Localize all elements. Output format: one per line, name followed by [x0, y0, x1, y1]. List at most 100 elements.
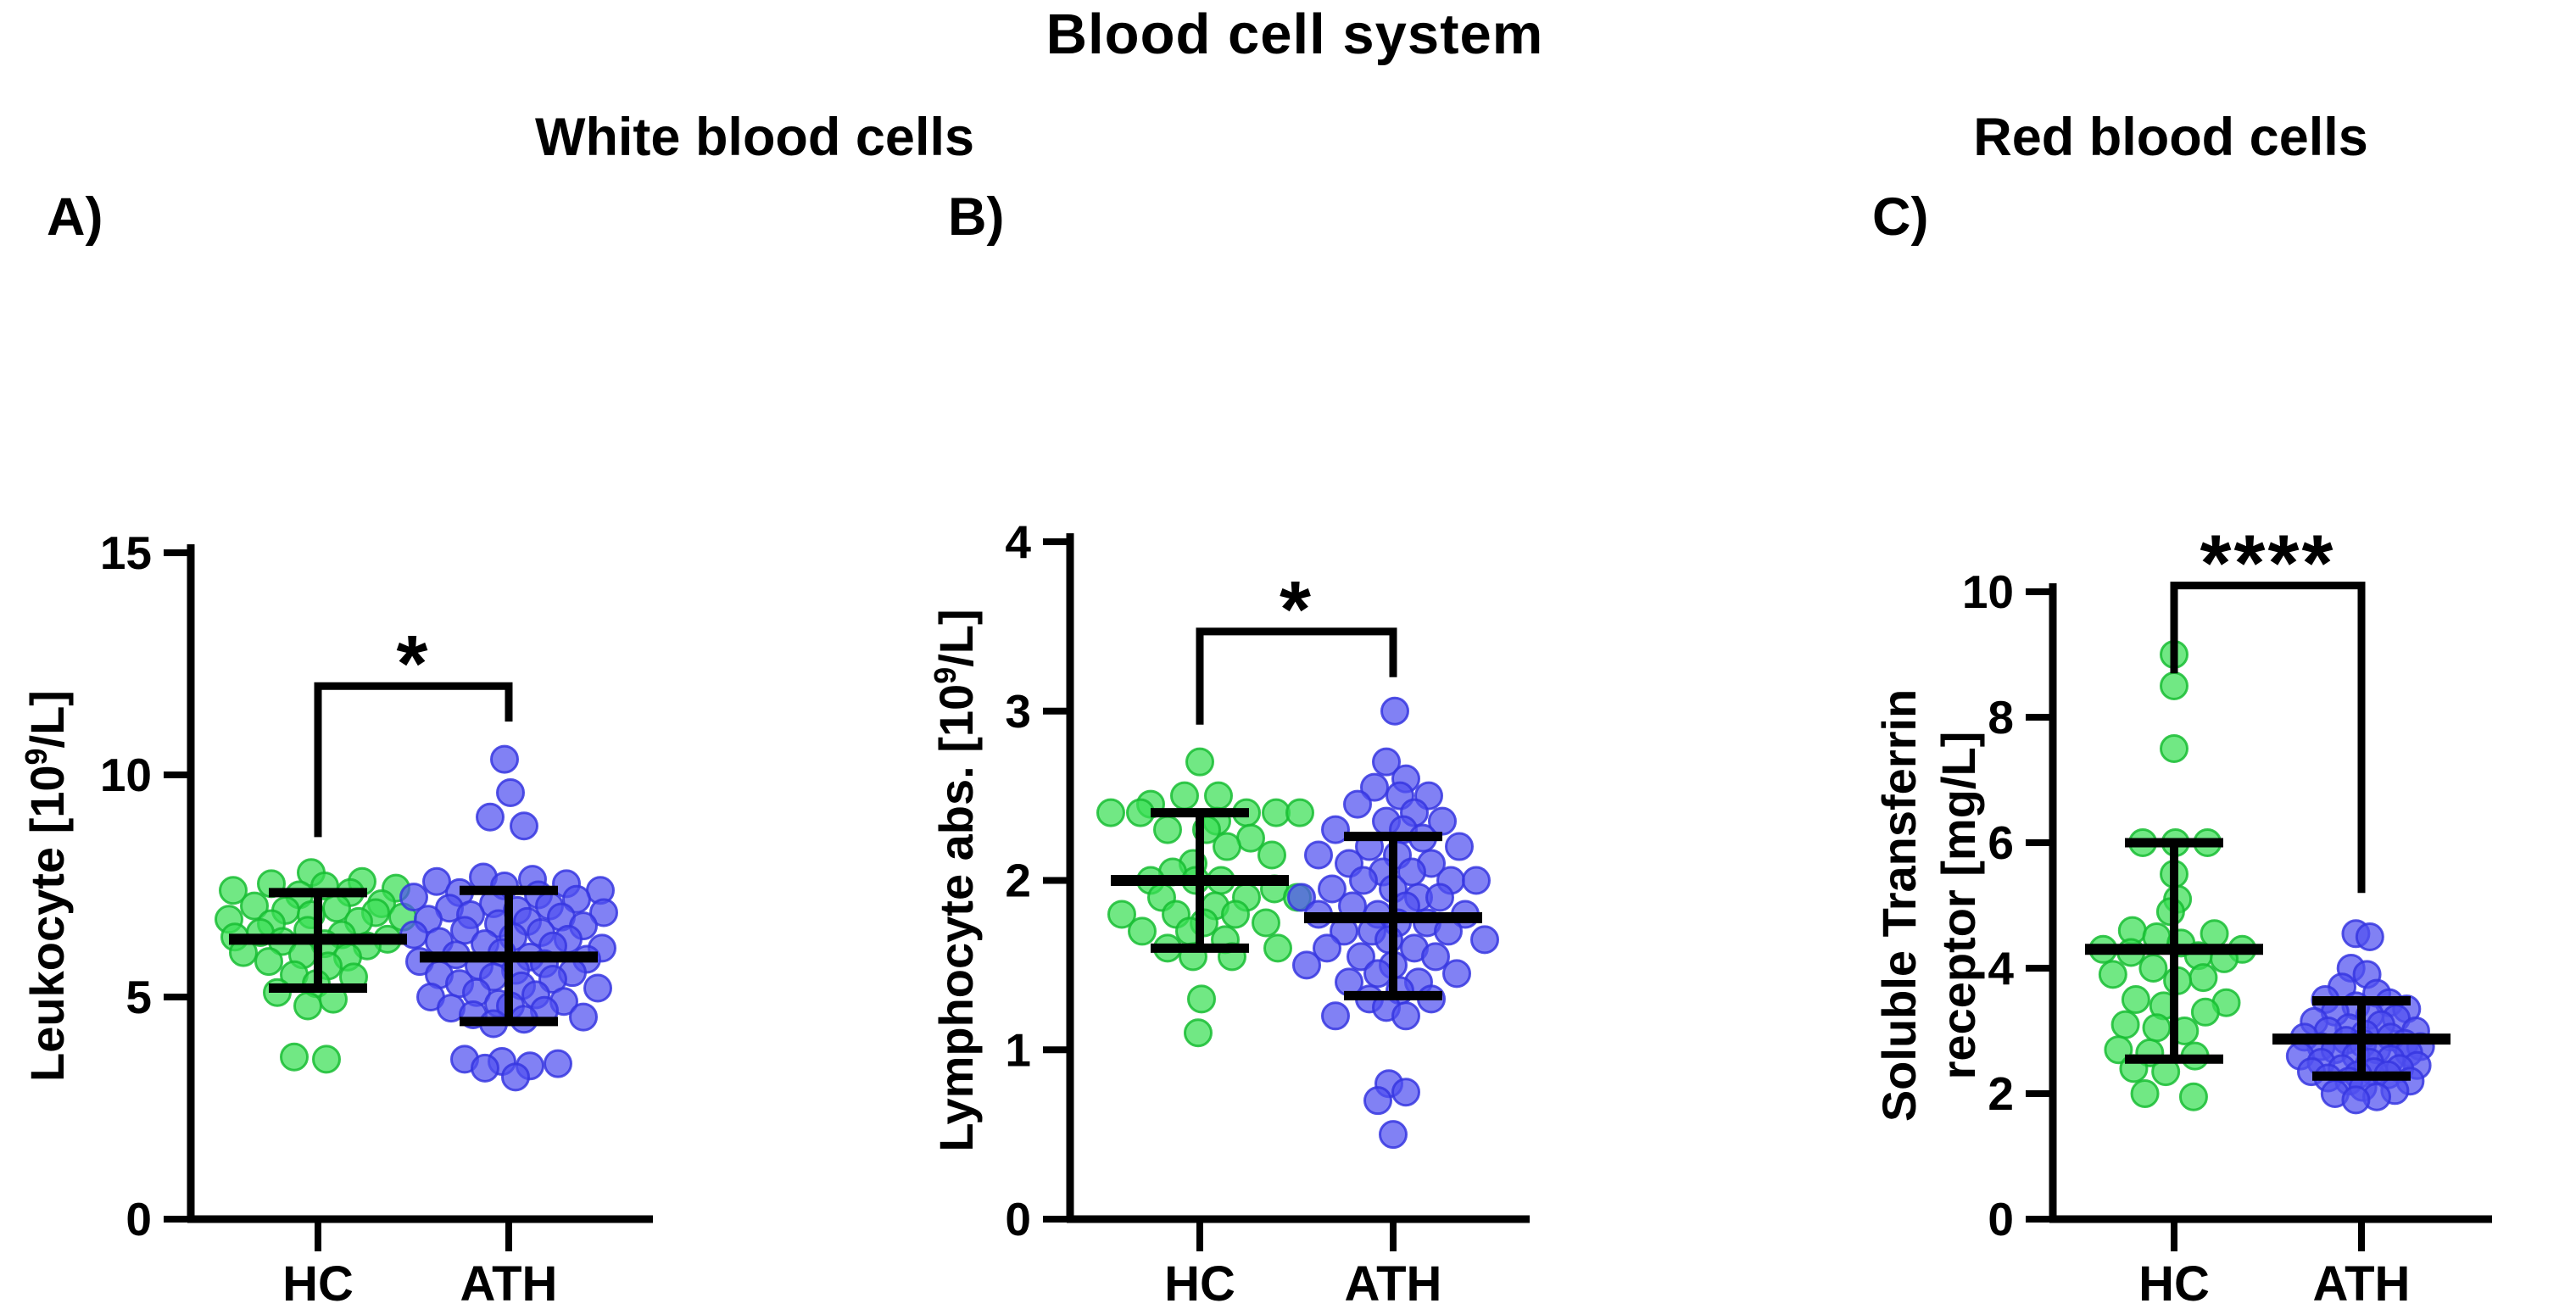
data-point-ath	[589, 898, 618, 927]
y-tick-label: 3	[1005, 685, 1031, 738]
data-point-ath	[1391, 1078, 1420, 1107]
data-point-ath	[1379, 1120, 1408, 1150]
x-category-label: ATH	[2313, 1256, 2411, 1309]
y-tick-label: 1	[1005, 1023, 1031, 1076]
data-point-hc	[2188, 963, 2218, 993]
significance-label: *	[397, 619, 431, 709]
data-point-ath	[1380, 696, 1409, 726]
y-tick-label: 5	[125, 971, 152, 1023]
y-tick-label: 4	[1005, 515, 1031, 568]
data-point-ath	[544, 1049, 572, 1078]
data-point-ath	[1363, 959, 1392, 989]
data-point-hc	[2121, 985, 2150, 1014]
x-category-label: ATH	[1345, 1256, 1442, 1309]
data-point-ath	[1343, 789, 1372, 819]
y-tick-label: 0	[125, 1193, 152, 1245]
data-point-hc	[1107, 900, 1136, 929]
panel-letter-a: A)	[47, 187, 103, 247]
data-point-hc	[1170, 781, 1199, 810]
y-tick-label: 0	[1005, 1193, 1031, 1245]
panel-letter-b: B)	[948, 187, 1005, 247]
data-point-hc	[2160, 671, 2188, 700]
data-point-hc	[2160, 734, 2188, 763]
y-tick-label: 0	[1988, 1193, 2014, 1245]
data-point-hc	[1262, 798, 1291, 827]
data-point-hc	[2098, 960, 2127, 989]
x-category-label: HC	[282, 1256, 354, 1309]
data-point-hc	[254, 947, 283, 977]
data-point-hc	[240, 891, 269, 921]
x-category-label: HC	[2138, 1256, 2210, 1309]
data-point-hc	[2130, 1079, 2160, 1108]
data-point-ath	[501, 1062, 530, 1092]
data-point-hc	[280, 1042, 309, 1072]
data-point-ath	[1304, 840, 1333, 870]
data-point-ath	[1313, 933, 1341, 963]
x-category-label: ATH	[460, 1256, 558, 1309]
data-point-ath	[1287, 883, 1316, 912]
data-point-ath	[1462, 866, 1491, 895]
y-axis-label: Leukocyte [109/L]	[19, 690, 74, 1082]
data-point-hc	[1263, 933, 1292, 963]
data-point-hc	[1126, 798, 1155, 827]
data-point-hc	[2190, 997, 2220, 1027]
data-point-ath	[583, 973, 612, 1003]
data-point-hc	[2200, 919, 2229, 949]
data-point-ath	[1321, 1001, 1350, 1031]
significance-bracket	[314, 682, 513, 838]
data-point-ath	[476, 802, 505, 832]
data-point-hc	[1213, 832, 1241, 861]
data-point-ath	[1425, 883, 1454, 912]
data-point-hc	[2138, 954, 2168, 983]
y-tick-label: 2	[1005, 855, 1031, 907]
data-point-ath	[1421, 942, 1450, 972]
data-point-hc	[1252, 908, 1280, 938]
section-title-white-blood-cells: White blood cells	[534, 108, 975, 167]
significance-bracket	[1196, 627, 1397, 725]
y-axis-label: Soluble Transferrin	[1872, 689, 1926, 1122]
data-point-hc	[1185, 747, 1214, 777]
data-point-ath	[422, 866, 451, 896]
data-point-ath	[569, 1002, 598, 1032]
data-point-ath	[1347, 942, 1375, 972]
data-point-ath	[490, 744, 519, 774]
data-point-hc	[293, 991, 322, 1021]
data-point-hc	[1204, 781, 1233, 810]
data-point-ath	[1292, 950, 1321, 980]
section-title-red-blood-cells: Red blood cells	[1973, 108, 2368, 167]
data-point-ath	[1442, 959, 1471, 989]
data-point-hc	[312, 1044, 341, 1074]
data-point-ath	[1318, 874, 1347, 904]
data-point-ath	[510, 811, 538, 841]
data-point-ath	[1321, 815, 1350, 844]
significance-label: ****	[2200, 519, 2336, 609]
data-point-hc	[1221, 900, 1250, 929]
data-point-hc	[1257, 840, 1286, 870]
significance-bracket	[2170, 582, 2366, 894]
y-tick-label: 15	[100, 526, 152, 579]
y-tick-label: 6	[1988, 816, 2014, 869]
y-tick-label: 10	[100, 749, 152, 801]
y-tick-label: 10	[1962, 565, 2014, 618]
y-tick-label: 2	[1988, 1067, 2014, 1120]
y-axis-label: receptor [mg/L]	[1932, 732, 1985, 1080]
data-point-hc	[2142, 1013, 2172, 1043]
data-point-hc	[1187, 984, 1216, 1014]
data-point-ath	[1349, 866, 1378, 895]
data-point-ath	[399, 883, 428, 912]
data-point-hc	[219, 876, 248, 905]
data-point-hc	[1184, 1018, 1213, 1048]
y-axis-label: Lymphocyte abs. [109/L]	[928, 609, 983, 1151]
y-tick-label: 4	[1988, 942, 2014, 994]
data-point-hc	[1128, 916, 1157, 946]
data-point-ath	[471, 1053, 499, 1083]
panel-letter-c: C)	[1872, 187, 1929, 247]
data-point-ath	[1372, 747, 1401, 777]
data-point-hc	[2110, 1010, 2140, 1039]
data-point-ath	[1360, 772, 1389, 802]
figure-title: Blood cell system	[1045, 3, 1544, 66]
data-point-hc	[1096, 798, 1125, 827]
data-point-ath	[496, 777, 525, 807]
